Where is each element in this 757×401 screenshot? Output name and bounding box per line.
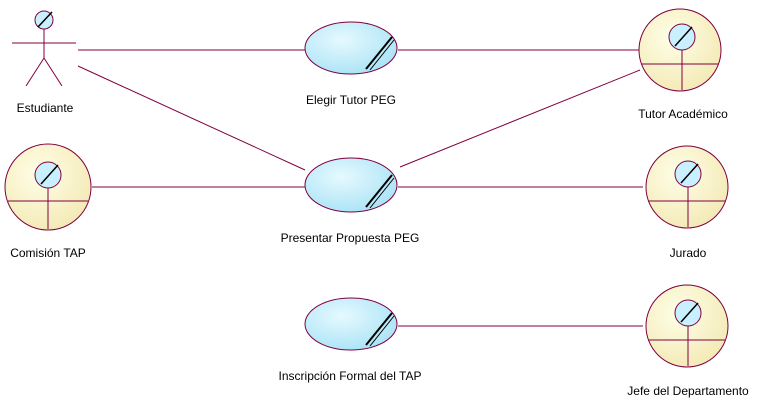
usecase-label-presentar-propuesta: Presentar Propuesta PEG [280, 231, 420, 245]
association-lines [77, 49, 643, 327]
actor-tutor-academico[interactable] [638, 8, 722, 92]
usecase-label-inscripcion-formal: Inscripción Formal del TAP [278, 369, 422, 383]
usecase-elegir-tutor[interactable] [304, 21, 398, 75]
actor-label-estudiante: Estudiante [16, 101, 74, 115]
actor-label-jefe-departamento: Jefe del Departamento [627, 384, 749, 398]
actor-label-tutor-academico: Tutor Académico [638, 107, 728, 121]
usecase-presentar-propuesta[interactable] [304, 157, 398, 213]
actor-label-comision-tap: Comisión TAP [10, 246, 86, 260]
usecase-inscripcion-formal[interactable] [304, 297, 398, 351]
actor-jefe-departamento[interactable] [645, 284, 729, 368]
actor-label-jurado: Jurado [669, 246, 707, 260]
actor-jurado[interactable] [645, 145, 729, 229]
assoc-presentar-propuesta-tutor-academico [399, 69, 641, 168]
assoc-estudiante-presentar-propuesta [77, 65, 306, 171]
usecase-label-elegir-tutor: Elegir Tutor PEG [305, 93, 397, 107]
actor-comision-tap[interactable] [4, 143, 92, 231]
actor-estudiante[interactable] [12, 10, 76, 87]
